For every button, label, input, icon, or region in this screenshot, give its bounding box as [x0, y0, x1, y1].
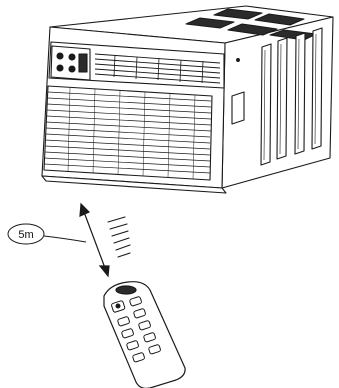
control-panel: [50, 45, 91, 81]
side-louvers: [260, 27, 323, 166]
remote-button-2: [133, 308, 146, 319]
control-knob-4: [68, 65, 76, 73]
remote-buttons: [111, 296, 161, 363]
range-arrow-head-top: [79, 202, 91, 217]
remote-control: [103, 281, 186, 388]
control-knob-1: [56, 52, 64, 60]
lower-grille-verticals: [67, 87, 196, 180]
range-arrow-head-bottom: [98, 265, 110, 278]
distance-callout: 5m: [7, 223, 87, 245]
range-arrow: [79, 202, 110, 278]
distance-label-bubble: [7, 223, 45, 245]
remote-button-1: [129, 296, 142, 307]
infrared-signal-waves: [107, 216, 131, 258]
side-screw-1: [236, 58, 240, 62]
upper-grille: [94, 53, 221, 84]
ac-base-trim: [41, 175, 227, 194]
remote-ir-window: [115, 285, 137, 295]
remote-button-8: [148, 344, 161, 355]
remote-button-3: [117, 316, 130, 327]
remote-button-6: [143, 332, 156, 343]
remote-power-dot: [115, 303, 121, 309]
side-bracket: [231, 91, 245, 125]
control-knob-2: [68, 53, 76, 61]
remote-button-4: [138, 320, 151, 331]
lower-intake-grille: [43, 85, 213, 181]
distance-leader-line: [43, 235, 87, 243]
air-conditioner-unit: [41, 5, 334, 194]
distance-label: 5m: [18, 229, 33, 241]
remote-button-9: [132, 352, 145, 363]
remote-button-5: [121, 328, 134, 339]
control-knob-3: [56, 64, 64, 72]
lower-grille-lines: [43, 91, 212, 174]
remote-button-7: [126, 340, 139, 351]
upper-grille-dividers: [113, 54, 204, 84]
side-louver-shading: [263, 33, 317, 161]
control-display: [78, 53, 88, 73]
